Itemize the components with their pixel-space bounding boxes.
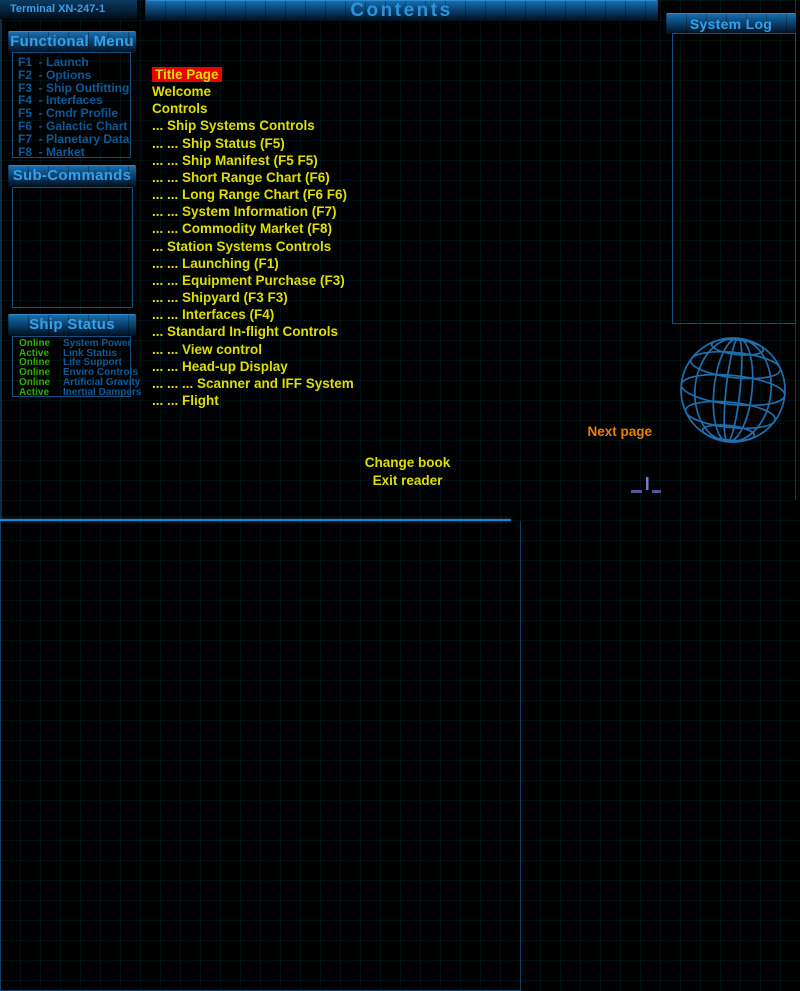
toc-item[interactable]: ... ... View control (152, 341, 263, 357)
exit-reader-link[interactable]: Exit reader (372, 473, 443, 488)
functional-menu-title: Functional Menu (10, 33, 134, 50)
toc-item[interactable]: ... ... Commodity Market (F8) (152, 221, 333, 237)
toc-item[interactable]: ... Station Systems Controls (152, 238, 332, 254)
toc-item[interactable]: Controls (152, 101, 208, 117)
functional-menu-header: Functional Menu (8, 31, 136, 53)
ship-status-value: Online (19, 338, 51, 349)
reader-title: Contents (350, 0, 453, 21)
change-book-link[interactable]: Change book (364, 455, 451, 470)
ship-status-label: Enviro Controls (63, 367, 139, 379)
ship-status-label: System Power (63, 338, 132, 349)
toc-item[interactable]: ... ... System Information (F7) (152, 204, 337, 220)
ship-status-label: Link Status (63, 347, 117, 359)
next-page-link[interactable]: Next page (587, 424, 652, 439)
ship-status-value: Online (19, 357, 51, 369)
ship-status-label: Artificial Gravity (63, 376, 141, 388)
sub-commands-header: Sub-Commands (8, 165, 136, 187)
functional-menu-item: F4 - Interfaces (18, 93, 103, 108)
functional-menu-item: F5 - Cmdr Profile (18, 106, 119, 121)
game-screen: { "colors": { "accent_blue": "#35a2e8", … (0, 0, 800, 500)
toc-item[interactable]: ... ... Head-up Display (152, 358, 288, 374)
terminal-title-band: Terminal XN-247-1 (0, 0, 137, 19)
ship-status-row: Online Enviro Controls (13, 367, 138, 379)
toc-item[interactable]: ... ... Flight (152, 392, 219, 408)
sidebar-separator (0, 19, 2, 519)
toc-item[interactable]: ... ... Launching (F1) (152, 255, 279, 271)
toc-item[interactable]: ... ... Ship Status (F5) (152, 135, 285, 151)
toc-item[interactable]: ... ... Interfaces (F4) (152, 307, 275, 323)
system-log-panel (672, 33, 796, 324)
ship-status-row: Active Link Status (13, 347, 130, 359)
toc-item[interactable]: Welcome (152, 84, 212, 100)
functional-menu-item: F1 - Launch (18, 55, 89, 69)
toc-item[interactable]: ... ... Long Range Chart (F6 F6) (152, 187, 348, 203)
system-log-title: System Log (689, 16, 773, 32)
toc-item[interactable]: ... ... Ship Manifest (F5 F5) (152, 152, 318, 168)
sub-commands-title: Sub-Commands (12, 167, 132, 184)
reader-panel (0, 521, 521, 991)
ship-status-label: Life Support (63, 357, 122, 369)
reader-title-bar: Contents (145, 0, 658, 21)
ship-status-label: Inertial Dampers (63, 386, 142, 398)
ship-status-value: Active (19, 347, 50, 359)
ship-status-row: Online Life Support (13, 358, 130, 368)
toc-item[interactable]: ... ... Shipyard (F3 F3) (152, 290, 288, 306)
ship-status-row: Online System Power (13, 338, 132, 349)
ship-status-title: Ship Status (29, 316, 115, 333)
toc-item[interactable]: ... ... Short Range Chart (F6) (152, 169, 330, 185)
ship-status-value: Online (19, 376, 51, 388)
ship-status-value: Active (19, 386, 50, 398)
ship-status-header: Ship Status (8, 314, 136, 336)
planet-wireframe-icon (680, 337, 786, 443)
toc-item[interactable]: ... Standard In-flight Controls (152, 324, 338, 340)
ship-status-value: Online (19, 367, 51, 379)
toc-item[interactable]: ... ... ... Scanner and IFF System (152, 375, 354, 391)
toc-item[interactable]: ... ... Equipment Purchase (F3) (152, 272, 345, 288)
system-log-header: System Log (666, 13, 796, 34)
functional-menu-item: F2 - Options (18, 67, 92, 82)
functional-menu-item: F7 - Planetary Data (18, 131, 130, 146)
toc-item[interactable]: Title Page (152, 66, 552, 83)
toc-item[interactable]: ... Ship Systems Controls (152, 118, 315, 134)
terminal-title: Terminal XN-247-1 (10, 3, 106, 15)
functional-menu-item: F3 - Ship Outfitting (18, 80, 130, 95)
functional-menu-item: F8 - Market (18, 144, 85, 159)
sub-commands-panel (12, 187, 133, 308)
mouse-cursor-icon (631, 477, 661, 493)
ship-status-row: Online Artificial Gravity (13, 376, 140, 388)
ship-status-row: Active Inertial Dampers (13, 386, 141, 398)
functional-menu-item: F6 - Galactic Chart (18, 118, 128, 133)
